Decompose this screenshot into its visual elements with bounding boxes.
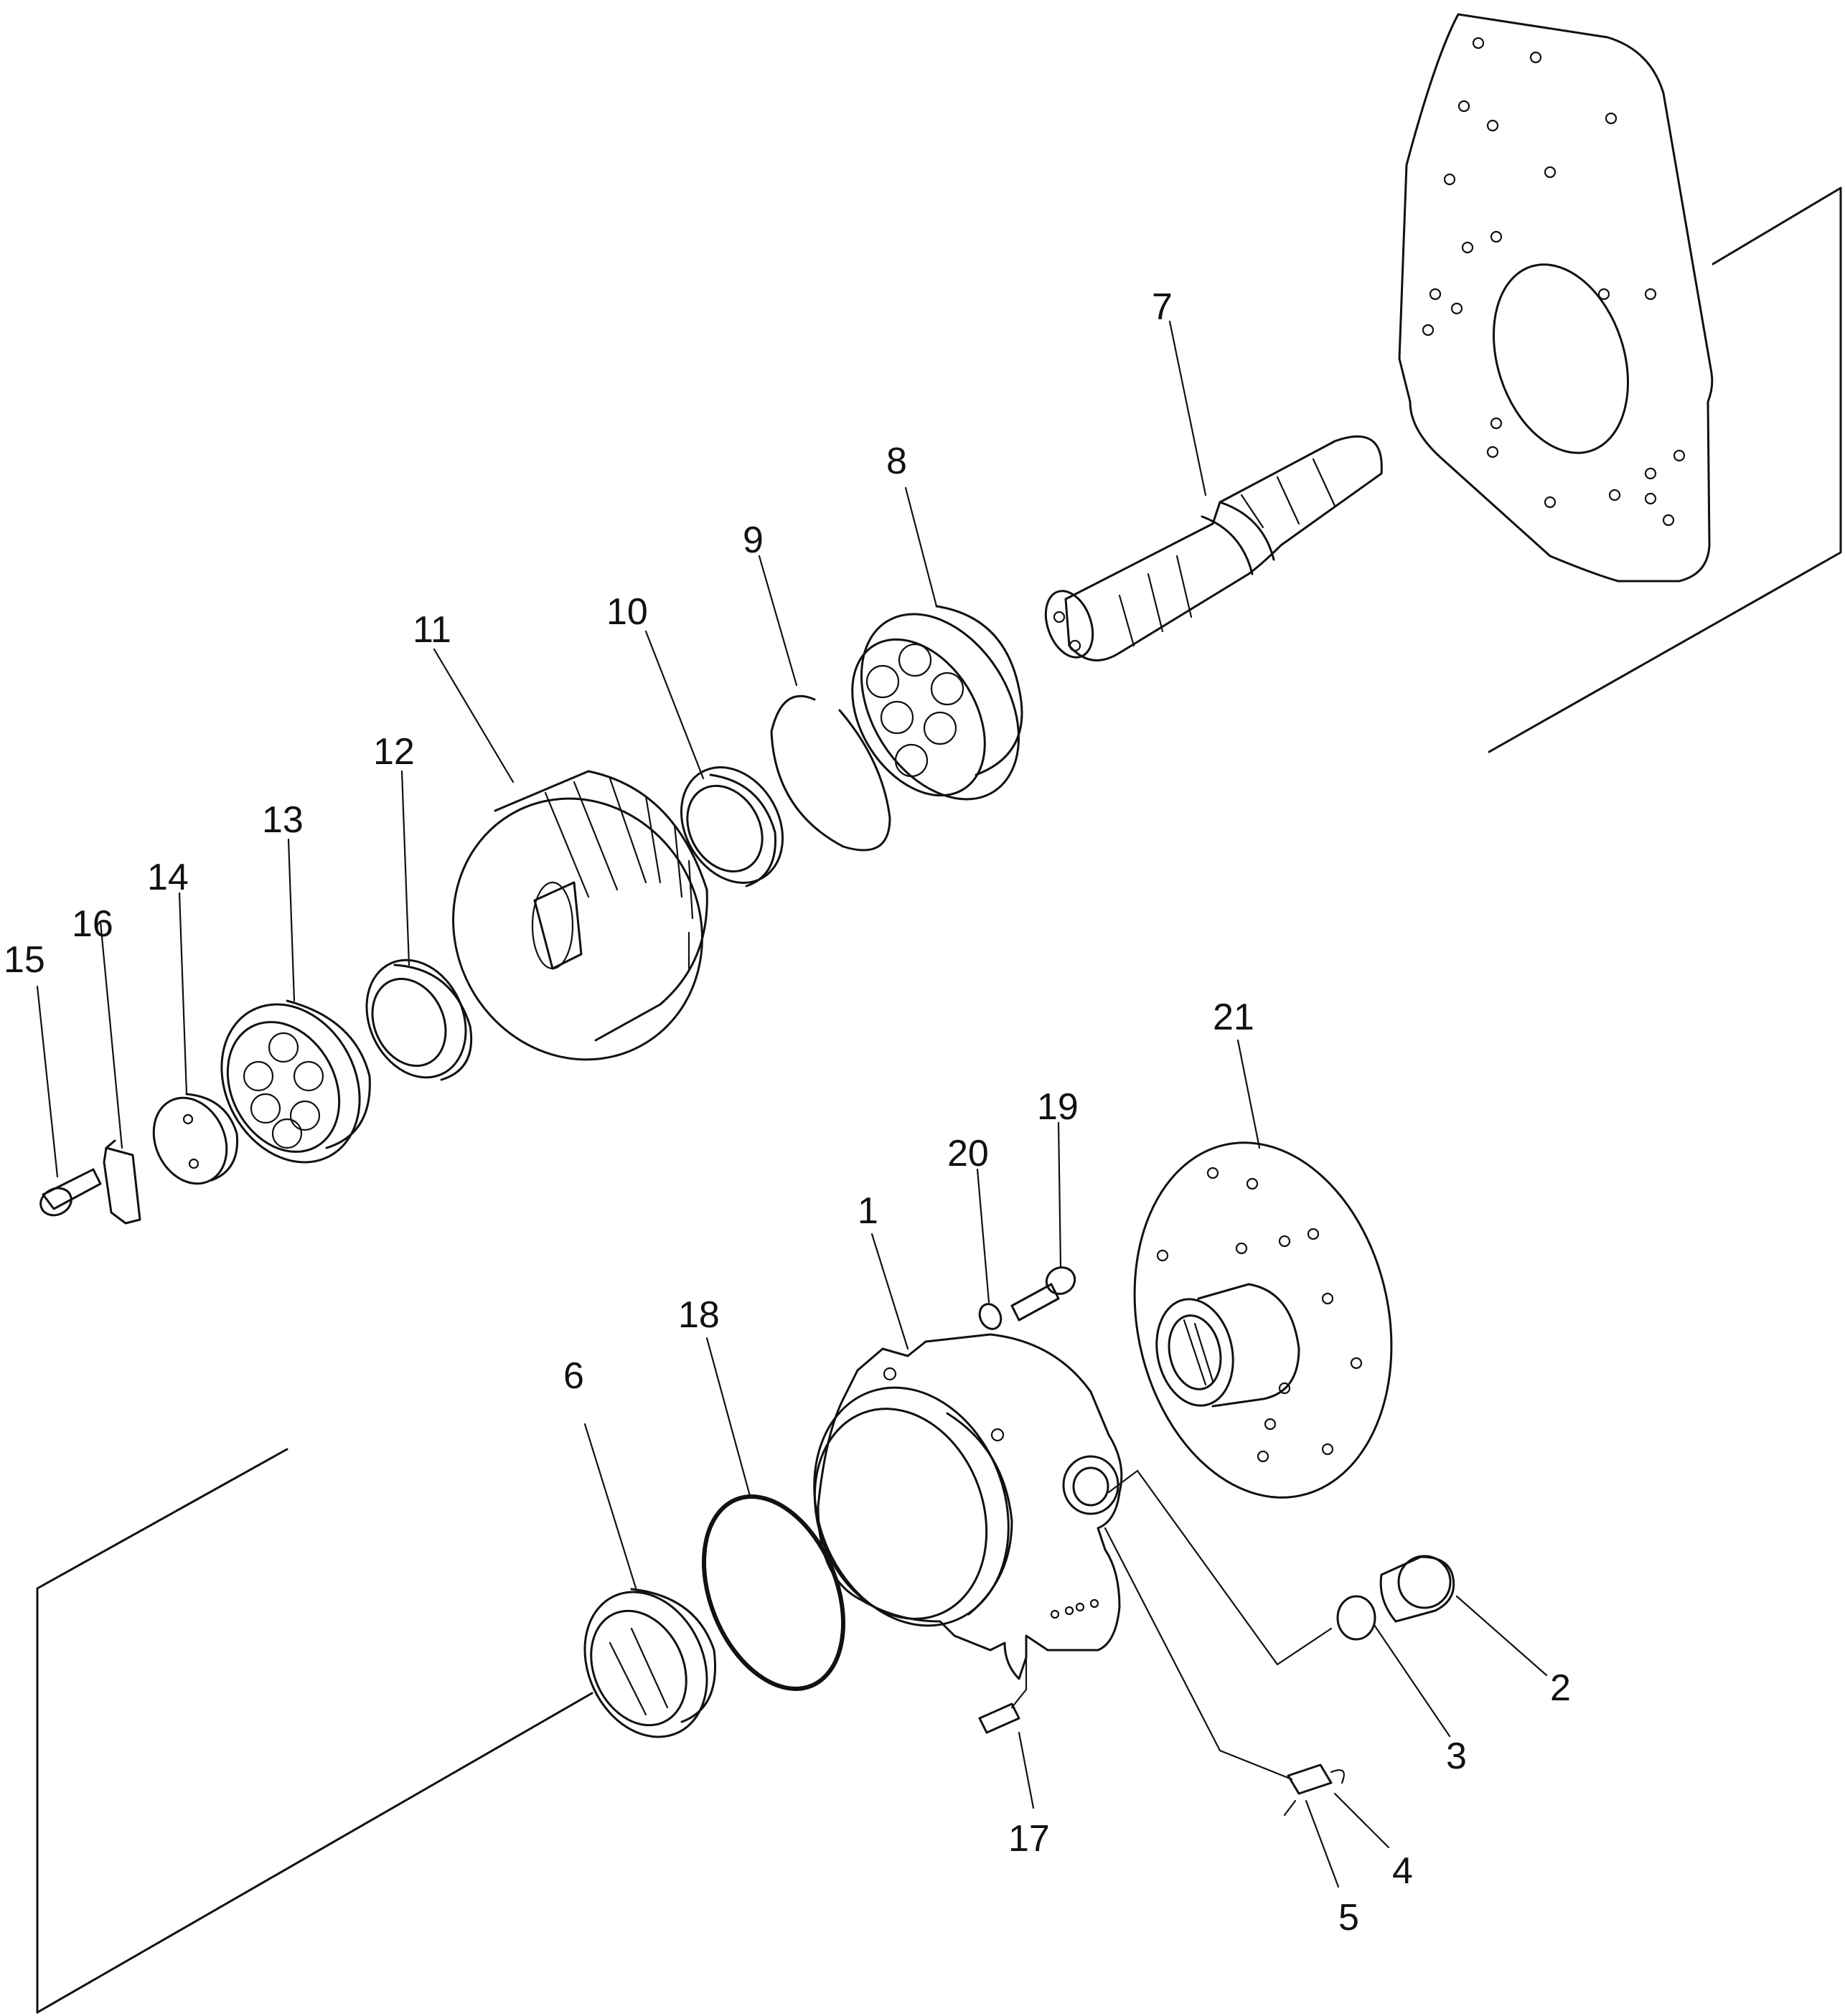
label-6: 6 [563,1355,584,1397]
oil-seal [583,1588,717,1738]
label-1: 1 [858,1190,878,1232]
snap-ring [770,694,891,852]
label-4: 4 [1392,1850,1413,1892]
label-10: 10 [606,591,648,633]
leader-lines [36,320,1548,1888]
label-21: 21 [1213,997,1254,1038]
flange-cover [1133,1141,1393,1499]
label-16: 16 [72,903,113,945]
ball-bearing-large [851,605,1023,801]
label-20: 20 [947,1133,989,1174]
label-19: 19 [1037,1086,1079,1128]
label-7: 7 [1152,286,1173,328]
label-12: 12 [373,731,415,773]
label-8: 8 [886,441,907,482]
lock-plate [103,1139,141,1225]
dowel-pin [978,1702,1020,1734]
label-14: 14 [147,857,189,898]
mounting-plate [1398,13,1714,583]
pump-housing [813,1333,1123,1680]
inner-race [365,958,473,1081]
bolt-19 [1010,1266,1076,1322]
plug-o-ring [1336,1595,1376,1641]
label-2: 2 [1550,1667,1571,1709]
label-13: 13 [262,799,304,841]
gear [452,770,708,1061]
label-9: 9 [743,519,764,561]
label-11: 11 [413,609,451,651]
label-3: 3 [1446,1735,1467,1777]
washer [978,1303,1003,1330]
bolt-small [39,1168,102,1217]
label-15: 15 [4,939,45,981]
set-screw [1283,1763,1345,1817]
plate-bolt-holes [1422,37,1686,527]
bearing-race [680,766,784,887]
part-labels: 1 2 3 4 5 6 7 8 9 10 11 12 13 14 15 16 1… [4,286,1571,1939]
ball-bearing-small [220,999,371,1164]
end-cap [152,1093,239,1185]
frame-lines [36,187,1842,2014]
o-ring [702,1494,845,1691]
plug [1379,1555,1455,1623]
label-17: 17 [1008,1818,1050,1860]
splined-shaft [1044,435,1383,661]
label-18: 18 [678,1294,720,1336]
label-5: 5 [1338,1897,1359,1939]
